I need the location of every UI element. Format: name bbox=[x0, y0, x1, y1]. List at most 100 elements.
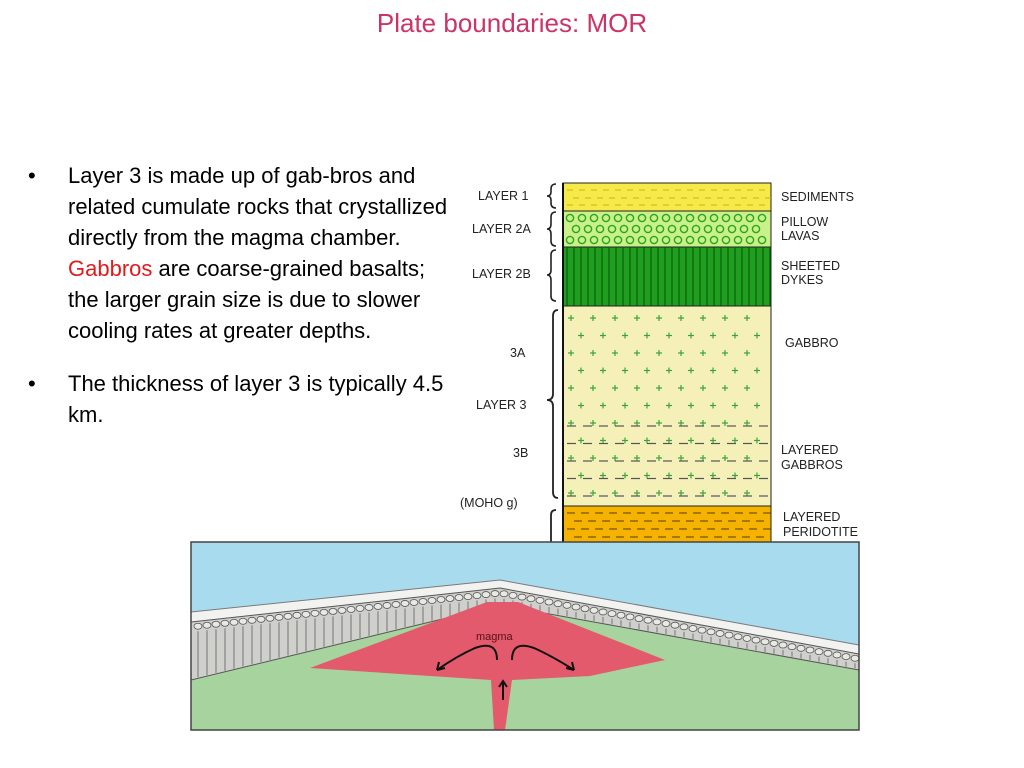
bullet-dot-icon: • bbox=[28, 163, 36, 188]
pillow-ring bbox=[709, 235, 719, 245]
label-sediments: SEDIMENTS bbox=[781, 190, 854, 204]
label-layer2b: LAYER 2B bbox=[472, 267, 531, 281]
pillow-ring bbox=[733, 235, 743, 245]
pillow-ring bbox=[727, 224, 737, 234]
pillow-ring bbox=[733, 213, 743, 223]
ophiolite-column bbox=[546, 182, 772, 543]
pillow-ring bbox=[673, 213, 683, 223]
pillow-blob bbox=[211, 620, 221, 628]
pillow-ring bbox=[643, 224, 653, 234]
pillow-blob bbox=[616, 611, 626, 619]
pillow-blob bbox=[751, 636, 761, 644]
pillow-blob bbox=[814, 648, 824, 656]
bullet-dot-icon: • bbox=[28, 371, 36, 396]
bullet-text-pre: Layer 3 is made up of gab-bros and relat… bbox=[68, 163, 448, 250]
layer-pillow-lavas bbox=[562, 210, 772, 248]
bullet-list: • Layer 3 is made up of gab-bros and rel… bbox=[28, 160, 458, 452]
pillow-blob bbox=[346, 605, 356, 613]
pillow-blob bbox=[364, 604, 374, 611]
pillow-rings bbox=[565, 213, 767, 245]
pillow-blob bbox=[706, 628, 716, 636]
pillow-ring bbox=[589, 213, 599, 223]
pillow-ring bbox=[745, 235, 755, 245]
pillow-blob bbox=[355, 605, 365, 612]
pillow-blob bbox=[319, 608, 329, 616]
gabbro-marks bbox=[567, 315, 768, 497]
layer-sheeted-dykes bbox=[562, 246, 772, 307]
pillow-blob bbox=[643, 616, 653, 624]
pillow-ring bbox=[631, 224, 641, 234]
pillow-ring bbox=[757, 213, 767, 223]
pillow-ring bbox=[697, 213, 707, 223]
pillow-blob bbox=[454, 594, 464, 601]
label-3b: 3B bbox=[513, 446, 529, 460]
pillow-blob bbox=[400, 600, 410, 607]
pillow-ring bbox=[571, 224, 581, 234]
page-title: Plate boundaries: MOR bbox=[376, 8, 648, 38]
ridge-cross-section: magma bbox=[191, 542, 859, 730]
pillow-blob bbox=[391, 601, 401, 608]
pillow-blob bbox=[481, 591, 491, 598]
pillow-blob bbox=[589, 606, 599, 614]
pillow-ring bbox=[661, 235, 671, 245]
pillow-blob bbox=[778, 641, 788, 649]
scene-frame bbox=[190, 541, 860, 731]
pillow-blob bbox=[373, 603, 383, 610]
layer-peridotite bbox=[562, 505, 772, 543]
label-gabbro: GABBRO bbox=[785, 336, 839, 350]
pillow-ring bbox=[649, 235, 659, 245]
pillow-ring bbox=[751, 224, 761, 234]
pillow-ring bbox=[613, 213, 623, 223]
pillow-ring bbox=[679, 224, 689, 234]
pillow-blob bbox=[517, 593, 527, 601]
pillow-ring bbox=[691, 224, 701, 234]
pillow-blob bbox=[724, 631, 734, 639]
label-sheeted-2: DYKES bbox=[781, 273, 824, 287]
pillow-ring bbox=[685, 235, 695, 245]
brace-layer1 bbox=[546, 183, 557, 209]
pillow-blob bbox=[598, 608, 608, 616]
pillow-blob bbox=[544, 598, 554, 606]
pillow-blob bbox=[409, 599, 419, 606]
pillow-ring bbox=[565, 235, 575, 245]
magma-chamber bbox=[310, 602, 665, 730]
pillow-blob bbox=[427, 597, 437, 604]
pillow-blob bbox=[472, 592, 482, 599]
pillow-ring bbox=[577, 213, 587, 223]
label-pillow-2: LAVAS bbox=[781, 229, 820, 243]
pillow-blob bbox=[832, 651, 842, 659]
pillow-ring bbox=[601, 213, 611, 223]
pillow-blob bbox=[796, 644, 806, 652]
label-moho: (MOHO g) bbox=[460, 496, 518, 510]
pillow-ring bbox=[721, 213, 731, 223]
pillow-blob bbox=[490, 590, 500, 597]
pillow-blob bbox=[265, 614, 275, 622]
pillow-blob bbox=[247, 616, 257, 624]
label-layered-gabbros-1: LAYERED bbox=[781, 443, 839, 457]
pillow-blob bbox=[661, 620, 671, 627]
pillow-blob bbox=[841, 653, 851, 661]
pillow-blob bbox=[238, 617, 248, 625]
pillow-blob bbox=[499, 590, 509, 598]
label-layer1: LAYER 1 bbox=[478, 189, 529, 203]
pillow-blob bbox=[580, 605, 590, 613]
pillow-blob bbox=[418, 598, 428, 605]
pillow-ring bbox=[619, 224, 629, 234]
label-sheeted-1: SHEETED bbox=[781, 259, 841, 273]
brace-layer2b bbox=[546, 249, 557, 302]
pillow-blob bbox=[202, 621, 212, 629]
pillow-ring bbox=[625, 213, 635, 223]
pillow-blob bbox=[688, 625, 698, 632]
pillow-ring bbox=[577, 235, 587, 245]
bullet-item-layer3: • Layer 3 is made up of gab-bros and rel… bbox=[28, 160, 458, 346]
pillow-blob bbox=[535, 596, 545, 604]
pillow-blob bbox=[436, 596, 446, 603]
label-pillow-1: PILLOW bbox=[781, 215, 829, 229]
pillow-blob bbox=[274, 613, 284, 621]
pillow-blob bbox=[625, 613, 635, 621]
label-layered-peridotite-1: LAYERED bbox=[783, 510, 841, 524]
pillow-ring bbox=[673, 235, 683, 245]
pillow-blob bbox=[508, 591, 518, 599]
layer-gabbro bbox=[562, 305, 772, 507]
bullet-text-pre: The thickness of layer 3 is typically 4.… bbox=[68, 371, 444, 427]
